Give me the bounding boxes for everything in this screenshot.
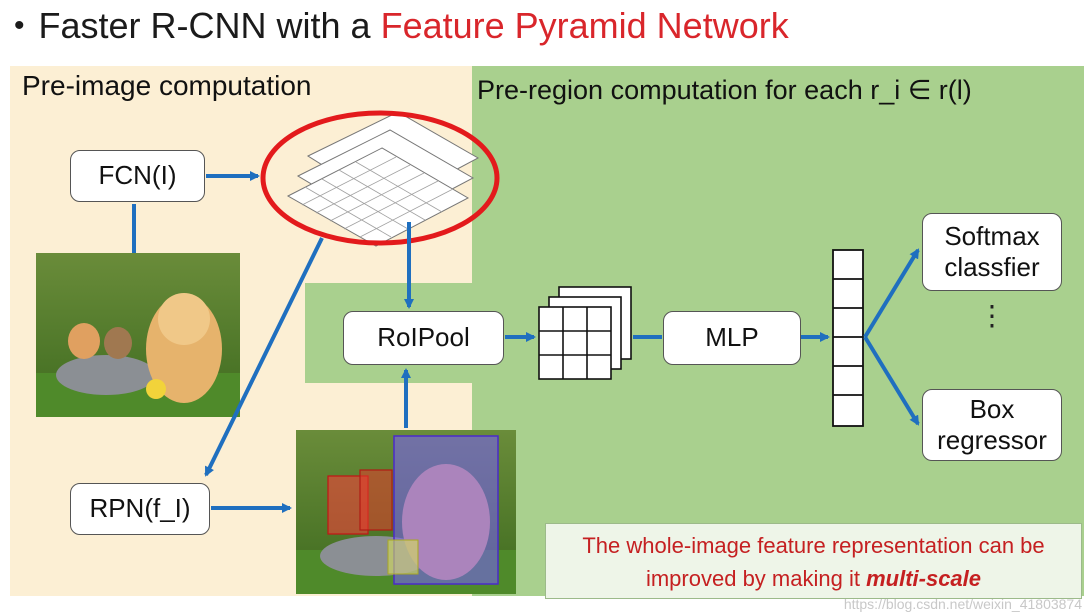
ellipsis-vertical: ⋮ — [978, 300, 1006, 331]
note-line2-prefix: improved by making it — [645, 566, 860, 591]
title-prefix: Faster R-CNN with a — [38, 5, 371, 46]
arrow-vector-to-softmax — [863, 248, 920, 339]
roi-pooled-features — [538, 286, 632, 380]
puppy-proposals-photo — [296, 430, 516, 594]
note-line2: improved by making it multi-scale — [546, 562, 1081, 595]
feature-vector — [832, 249, 864, 427]
roipool-box: RoIPool — [343, 311, 504, 365]
note-line2-emphasis: multi-scale — [866, 566, 982, 591]
note-callout: The whole-image feature representation c… — [545, 523, 1082, 599]
softmax-line1: Softmax — [944, 220, 1040, 251]
fpn-highlight-ring — [260, 110, 500, 246]
title-highlight: Feature Pyramid Network — [380, 5, 789, 46]
rpn-box: RPN(f_I) — [70, 483, 210, 535]
arrow-vector-to-box — [863, 335, 920, 426]
feature-map-stack — [286, 111, 480, 247]
mlp-box: MLP — [663, 311, 801, 365]
pre-image-label: Pre-image computation — [22, 70, 312, 101]
box-line1: Box — [969, 393, 1015, 424]
source-watermark: https://blog.csdn.net/weixin_41803874 — [843, 596, 1082, 612]
softmax-line2: classfier — [944, 252, 1040, 282]
slide-title: • Faster R-CNN with a Feature Pyramid Ne… — [14, 0, 789, 52]
softmax-classifier-box: Softmax classfier — [922, 213, 1062, 291]
box-line2: regressor — [937, 425, 1047, 455]
title-bullet: • — [14, 9, 25, 42]
box-regressor-box: Box regressor — [922, 389, 1062, 461]
note-line1: The whole-image feature representation c… — [582, 533, 1045, 558]
fcn-box: FCN(I) — [70, 150, 205, 202]
arrow-features-to-rpn — [204, 237, 324, 477]
pre-region-label: Pre-region computation for each r_i ∈ r(… — [477, 75, 972, 105]
puppy-photo — [36, 253, 240, 417]
